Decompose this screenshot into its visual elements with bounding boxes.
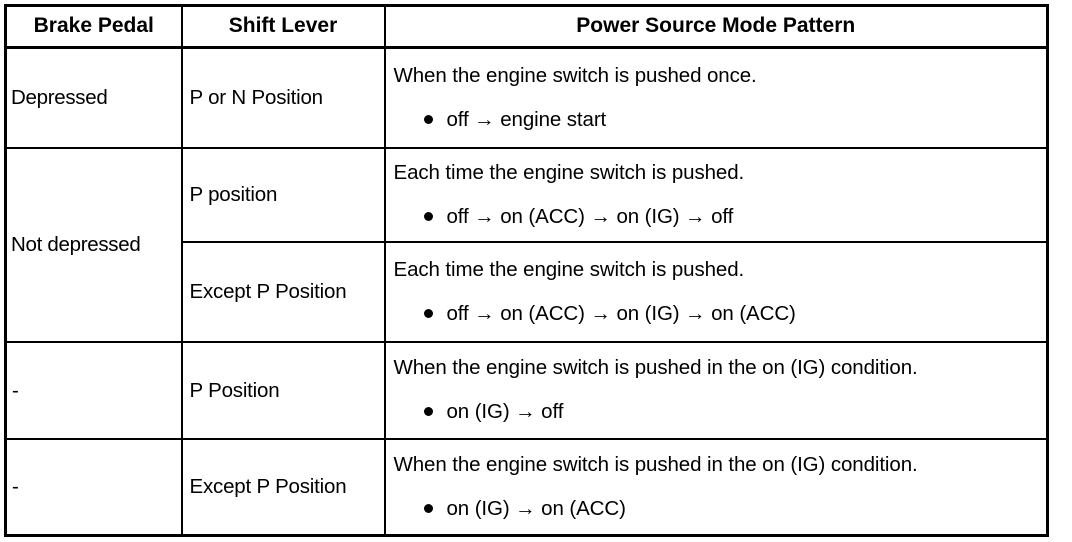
bullet-icon — [423, 308, 433, 318]
cell-brake-pedal: - — [4, 438, 183, 537]
pattern-bullet-line: off → on (ACC) → on (IG) → off — [394, 204, 1041, 230]
pattern-bullet-text: off → on (ACC) → on (IG) → on (ACC) — [446, 301, 796, 325]
cell-power-source-mode-pattern: Each time the engine switch is pushed. o… — [383, 147, 1049, 243]
power-source-mode-table: Brake Pedal Shift Lever Power Source Mod… — [4, 4, 1049, 537]
column-header-brake-pedal: Brake Pedal — [5, 4, 183, 49]
pattern-block: When the engine switch is pushed once. o… — [386, 56, 1047, 140]
brake-pedal-value: - — [12, 475, 19, 499]
pattern-heading: When the engine switch is pushed in the … — [393, 452, 918, 476]
shift-lever-value: Except P Position — [189, 475, 347, 499]
shift-lever-value: P position — [189, 183, 278, 207]
table-body: Depressed P or N Position When the engin… — [4, 46, 1049, 537]
shift-lever-value: Except P Position — [189, 280, 347, 304]
pattern-bullet-line: off → on (ACC) → on (IG) → on (ACC) — [394, 301, 1041, 327]
pattern-heading: When the engine switch is pushed in the … — [393, 356, 918, 380]
table-header: Brake Pedal Shift Lever Power Source Mod… — [5, 4, 1048, 49]
cell-brake-pedal-merged: Not depressed — [4, 147, 183, 343]
brake-pedal-value: Depressed — [11, 86, 108, 110]
bullet-icon — [423, 114, 433, 124]
table-row: - Except P Position When the engine swit… — [4, 438, 1049, 537]
pattern-block: Each time the engine switch is pushed. o… — [386, 153, 1047, 237]
pattern-bullet-line: off → engine start — [394, 107, 1041, 133]
cell-shift-lever: Except P Position — [180, 438, 386, 537]
pattern-bullet-text: on (IG) → on (ACC) — [446, 496, 626, 520]
table-row: - P Position When the engine switch is p… — [4, 341, 1049, 440]
cell-brake-pedal: - — [4, 341, 183, 440]
shift-lever-value: P Position — [189, 378, 280, 402]
pattern-heading: Each time the engine switch is pushed. — [393, 257, 745, 281]
pattern-block: When the engine switch is pushed in the … — [386, 445, 1047, 529]
bullet-icon — [423, 407, 433, 416]
cell-power-source-mode-pattern: When the engine switch is pushed in the … — [383, 438, 1049, 537]
pattern-bullet-text: off → engine start — [446, 107, 607, 131]
column-header-shift-lever: Shift Lever — [180, 4, 386, 49]
pattern-heading: Each time the engine switch is pushed. — [393, 160, 745, 184]
pattern-block: When the engine switch is pushed in the … — [386, 348, 1047, 432]
pattern-bullet-line: on (IG) → on (ACC) — [394, 496, 1041, 522]
cell-shift-lever: Except P Position — [180, 241, 386, 343]
pattern-bullet-text: on (IG) → off — [446, 400, 564, 423]
table-header-row: Brake Pedal Shift Lever Power Source Mod… — [5, 4, 1048, 49]
cell-shift-lever: P Position — [180, 341, 386, 440]
table-row: Depressed P or N Position When the engin… — [4, 46, 1049, 149]
cell-power-source-mode-pattern: When the engine switch is pushed in the … — [383, 341, 1049, 440]
pattern-bullet-text: off → on (ACC) → on (IG) → off — [446, 204, 734, 228]
power-source-mode-table-container: Brake Pedal Shift Lever Power Source Mod… — [4, 4, 1049, 537]
shift-lever-value: P or N Position — [189, 86, 324, 110]
cell-shift-lever: P or N Position — [180, 46, 386, 149]
pattern-block: Each time the engine switch is pushed. o… — [386, 250, 1047, 334]
cell-shift-lever: P position — [180, 147, 386, 243]
cell-power-source-mode-pattern: When the engine switch is pushed once. o… — [383, 46, 1049, 149]
column-header-power-source-mode-pattern: Power Source Mode Pattern — [383, 4, 1048, 49]
cell-brake-pedal: Depressed — [4, 46, 183, 149]
brake-pedal-value: Not depressed — [11, 233, 141, 257]
pattern-heading: When the engine switch is pushed once. — [393, 63, 757, 87]
cell-power-source-mode-pattern: Each time the engine switch is pushed. o… — [383, 241, 1049, 343]
pattern-bullet-line: on (IG) → off — [394, 399, 1041, 425]
bullet-icon — [423, 211, 433, 221]
bullet-icon — [423, 503, 433, 513]
table-row: Not depressed P position Each time the e… — [4, 147, 1049, 343]
table-row: Except P Position Each time the engine s… — [6, 241, 1049, 343]
brake-pedal-value: - — [12, 378, 19, 402]
